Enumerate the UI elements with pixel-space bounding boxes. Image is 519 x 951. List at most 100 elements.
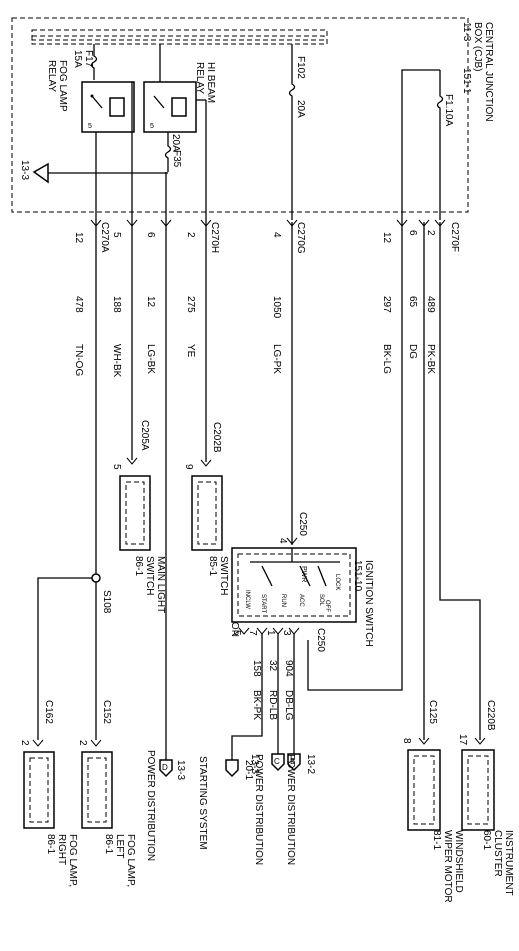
- cjb-ref-1: 11-3: [461, 22, 472, 42]
- fog-relay-coil: [109, 97, 125, 117]
- fuse-f17: [90, 44, 98, 80]
- circuit-32: 32: [267, 660, 278, 672]
- circuit-188: 188: [111, 296, 122, 313]
- s108-branch: [37, 577, 92, 740]
- color-lg-bk: LG-BK: [145, 344, 156, 374]
- circuit-65: 65: [407, 296, 418, 308]
- c162-label: C162: [43, 700, 54, 724]
- c152-arrow: [90, 739, 102, 747]
- f35-amp: 20A: [170, 134, 181, 152]
- color-tn-og: TN-OG: [73, 344, 84, 376]
- fog-right-name: FOG LAMP,: [67, 834, 78, 887]
- f17-amp: 15A: [72, 50, 83, 68]
- hibeam-relay-name: HI BEAM: [205, 62, 216, 103]
- pd-d-flag: [159, 759, 173, 778]
- c125-arrow: [418, 737, 430, 745]
- fog-relay-contact: [91, 95, 103, 109]
- ground-ref: 13-3: [19, 160, 30, 180]
- fuse-f35: [164, 132, 172, 172]
- cjb-title: CENTRAL JUNCTION: [483, 22, 494, 122]
- pin-top-7: 6: [407, 230, 418, 236]
- cluster-inner: [467, 755, 489, 825]
- fog-right-inner: [29, 757, 49, 823]
- multifunction-name-2: SWITCH: [218, 556, 229, 595]
- ignition-pos-off: OFF: [324, 600, 330, 612]
- pd-d-ref: 13-3: [175, 760, 186, 780]
- pd-c-label: POWER DISTRIBUTION: [253, 754, 264, 865]
- main-light-name-2: SWITCH: [144, 556, 155, 595]
- color-wh-bk: WH-BK: [111, 344, 122, 378]
- wiper-name: WINDSHIELD: [453, 830, 464, 893]
- c220b-arrow: [474, 737, 486, 745]
- hibeam-relay-contact: [153, 95, 165, 109]
- ignition-term-2: ACC: [298, 594, 304, 607]
- c270h-label: C270H: [209, 222, 220, 253]
- cluster-name: INSTRUMENT: [503, 830, 514, 896]
- ign-pin-1: 1: [265, 630, 276, 636]
- f35-label: F35: [171, 150, 182, 168]
- c270a-label: C270A: [99, 222, 110, 253]
- cluster-pin: 17: [457, 734, 468, 746]
- circuit-478: 478: [73, 296, 84, 313]
- ignition-pin-top: 4: [277, 538, 288, 544]
- fog-right-ref: 86-1: [45, 834, 56, 854]
- ss-ref: 20-1: [243, 760, 254, 780]
- fog-left-ref: 86-1: [103, 834, 114, 854]
- color-dg: DG: [407, 344, 418, 359]
- pin-top-1: 12: [73, 232, 84, 244]
- fuse-f110: [436, 70, 444, 220]
- connector-arrows-top: [90, 219, 446, 227]
- ignition-term-1: SOL: [318, 594, 324, 607]
- main-light-switch: [119, 475, 151, 551]
- ground-symbol: [32, 162, 49, 184]
- circuit-1050: 1050: [271, 296, 282, 319]
- f17-label: F17: [83, 50, 94, 68]
- cjb-title-2: BOX (CJB): [472, 22, 483, 71]
- pd-d-label: POWER DISTRIBUTION: [145, 750, 156, 861]
- color-rd-lb: RD-LB: [267, 690, 278, 720]
- c205a-label: C205A: [139, 420, 150, 451]
- ignition-bottom-arrows: [238, 627, 300, 635]
- fog-lamp-left: [81, 751, 113, 829]
- fog-relay-name-2: RELAY: [46, 60, 57, 92]
- s108-splice: [91, 573, 101, 583]
- f110-label: F1.10A: [443, 94, 454, 127]
- c250-bottom-label: C250: [315, 628, 326, 652]
- ignition-name: IGNITION SWITCH: [363, 560, 374, 647]
- main-light-name: MAIN LIGHT: [155, 556, 166, 613]
- c250-top-label: C250: [297, 512, 308, 536]
- hi-beam-relay: [143, 81, 197, 133]
- pin-top-5: 4: [271, 232, 282, 238]
- pd-c-letter: C: [274, 757, 280, 766]
- multifunction-ref: 85-1: [207, 556, 218, 576]
- multifunction-pin: 9: [183, 464, 194, 470]
- wiper-name-2: WIPER MOTOR: [442, 830, 453, 903]
- fog-right-name-2: RIGHT: [56, 834, 67, 865]
- circuit-489: 489: [425, 296, 436, 313]
- ignition-contact-3: [317, 565, 327, 587]
- pd-b-label: POWER DISTRIBUTION: [285, 754, 296, 865]
- ignition-switch: [231, 547, 357, 623]
- ignition-term-3: RUN: [280, 594, 286, 607]
- cluster-name-2: CLUSTER: [492, 830, 503, 877]
- hibeam-relay-coil: [171, 97, 187, 117]
- fog-relay-name: FOG LAMP: [57, 60, 68, 112]
- pin-top-4: 2: [185, 232, 196, 238]
- ignition-pwr: PWR: [300, 566, 307, 582]
- ignition-term-5: INCLW: [244, 590, 250, 609]
- f102-amp: 20A: [295, 100, 306, 118]
- fog-lamp-relay: [81, 81, 135, 133]
- c202b-arrow: [200, 459, 212, 467]
- ss-label: STARTING SYSTEM: [197, 756, 208, 850]
- pd-b-ref: 13-2: [305, 754, 316, 774]
- c270g-label: C270G: [295, 222, 306, 254]
- cjb-ref-2: 151-1: [461, 68, 472, 94]
- wiper-pin: 8: [401, 738, 412, 744]
- c125-label: C125: [427, 700, 438, 724]
- multifunction-inner: [197, 481, 217, 545]
- multifunction-switch: [191, 475, 223, 551]
- pd-c-ref: 13-3: [249, 754, 260, 774]
- fog-left-pin: 2: [77, 740, 88, 746]
- color-bk-pk: BK-PK: [251, 690, 262, 720]
